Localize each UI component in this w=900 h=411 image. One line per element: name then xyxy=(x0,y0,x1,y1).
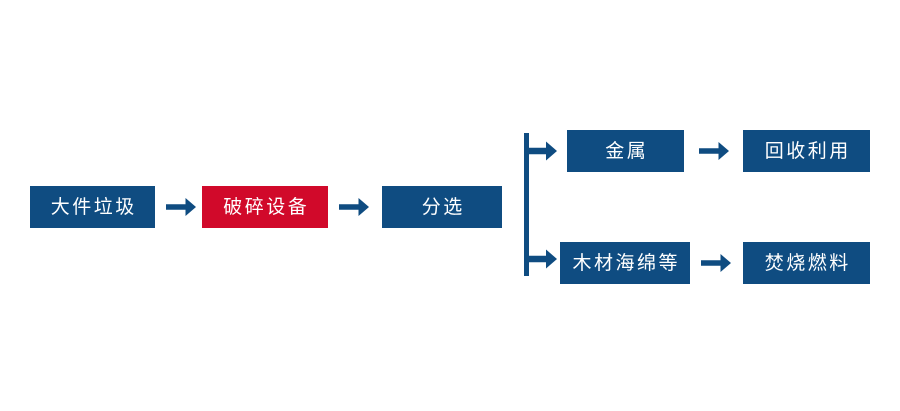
split-connector-icon xyxy=(522,130,562,278)
node-crushing-equipment[interactable]: 破碎设备 xyxy=(202,186,328,228)
node-recycling-reuse[interactable]: 回收利用 xyxy=(743,130,870,172)
arrow-right-icon-main-2 xyxy=(339,196,369,218)
arrow-right-icon-main-1 xyxy=(166,196,196,218)
arrow-right-icon-branch-bottom xyxy=(701,252,731,274)
node-incineration-fuel[interactable]: 焚烧燃料 xyxy=(743,242,870,284)
node-wood-sponge-etc[interactable]: 木材海绵等 xyxy=(560,242,690,284)
node-metal[interactable]: 金属 xyxy=(567,130,684,172)
node-input-bulky-waste[interactable]: 大件垃圾 xyxy=(30,186,155,228)
arrow-right-icon-branch-top xyxy=(699,140,729,162)
node-sorting[interactable]: 分选 xyxy=(382,186,502,228)
